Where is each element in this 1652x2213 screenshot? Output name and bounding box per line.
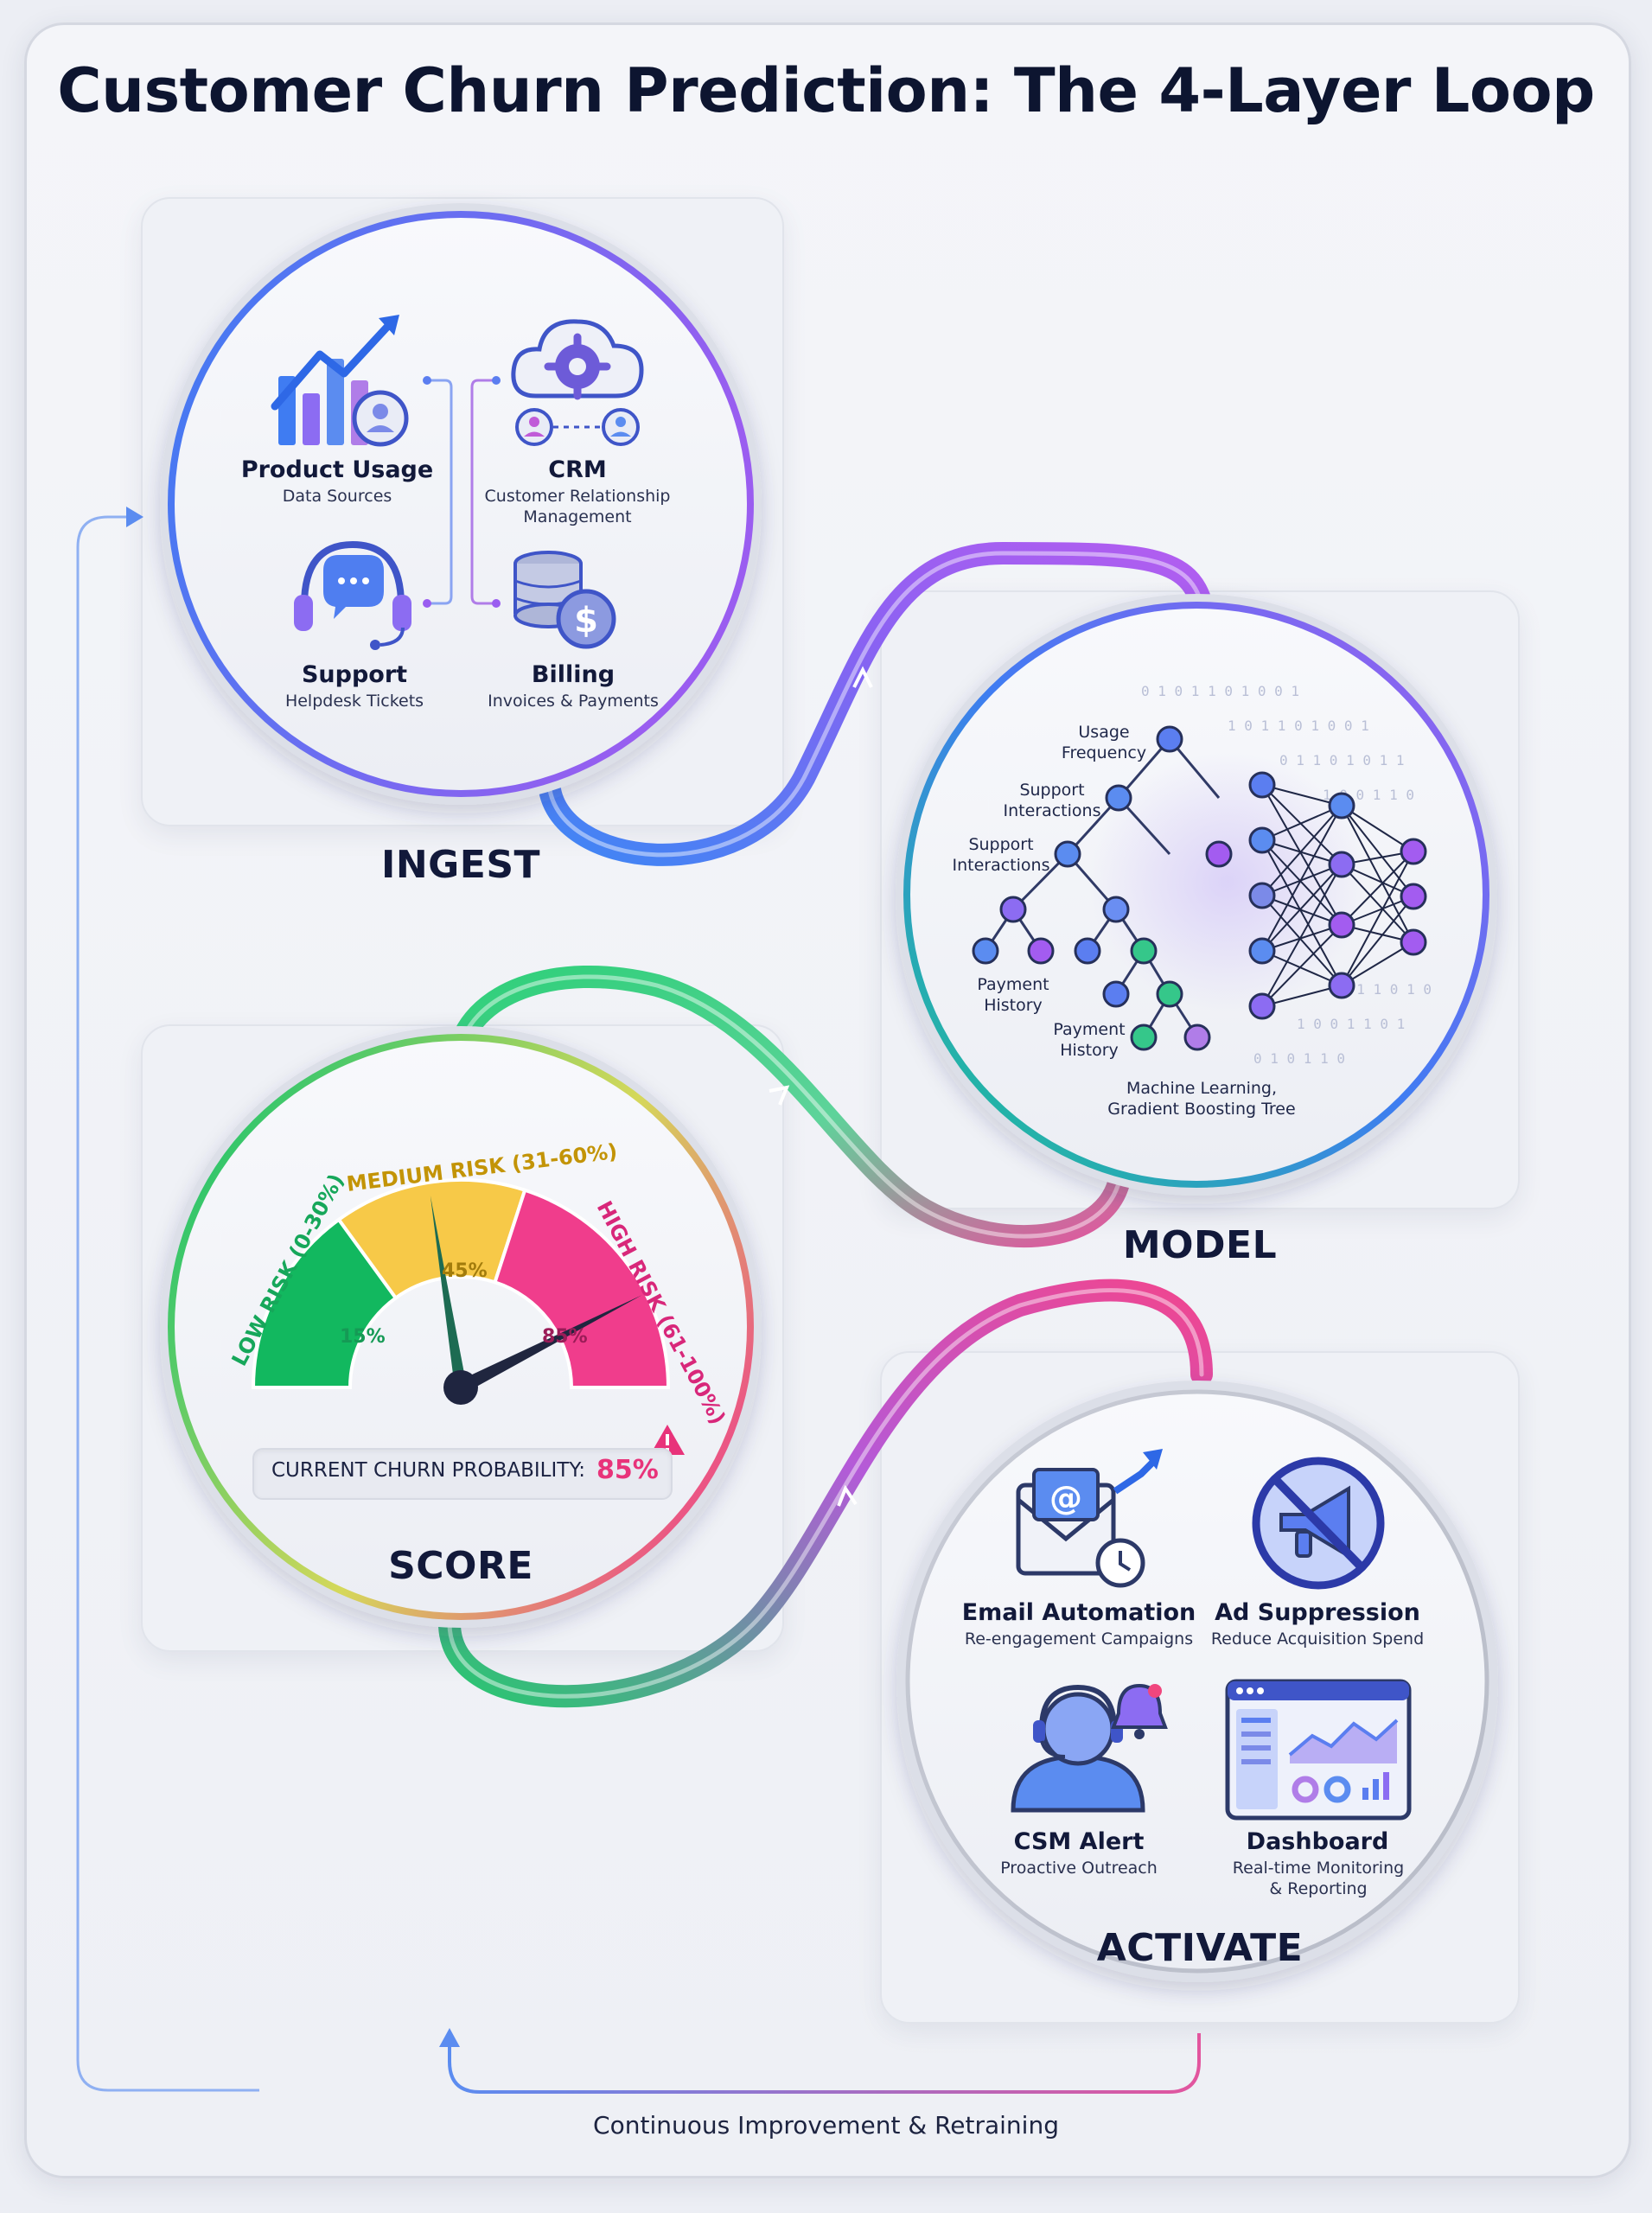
model-caption: Machine Learning, Gradient Boosting Tree	[1107, 1079, 1296, 1119]
page-title: Customer Churn Prediction: The 4-Layer L…	[57, 55, 1595, 126]
svg-text:1 0 0 1 1 0 1: 1 0 0 1 1 0 1	[1297, 1016, 1405, 1032]
high-value-label: 85%	[542, 1326, 588, 1348]
ad-suppression-subtitle: Reduce Acquisition Spend	[1210, 1629, 1425, 1649]
support-subtitle: Helpdesk Tickets	[284, 692, 424, 711]
csm-alert-subtitle: Proactive Outreach	[1000, 1859, 1158, 1878]
svg-text:0 1 0 1 1 0: 0 1 0 1 1 0	[1253, 1050, 1345, 1067]
ingest-layer-label: INGEST	[380, 843, 541, 887]
gauge-hub	[443, 1370, 478, 1405]
loop-caption: Continuous Improvement & Retraining	[593, 2111, 1059, 2140]
dashboard-title: Dashboard	[1246, 1828, 1389, 1855]
feature-label-payment-history-1: Payment History	[977, 975, 1049, 1015]
email-automation-title: Email Automation	[961, 1599, 1196, 1626]
activate-layer-label: ACTIVATE	[1096, 1926, 1304, 1970]
svg-text:1 0 1 1 0 1 0 0 1: 1 0 1 1 0 1 0 0 1	[1228, 717, 1369, 734]
score-layer-label: SCORE	[388, 1544, 533, 1588]
product-usage-subtitle: Data Sources	[282, 487, 392, 506]
model-layer-label: MODEL	[1122, 1223, 1278, 1267]
feature-label-usage-frequency: Usage Frequency	[1061, 723, 1147, 762]
svg-text:0 1 1 0 1 0: 0 1 1 0 1 0	[1340, 981, 1432, 998]
feedback-arrowhead	[126, 507, 144, 527]
crm-title: CRM	[548, 456, 607, 483]
tree-nodes	[972, 725, 1233, 1051]
billing-title: Billing	[531, 661, 616, 688]
feedback-line-left	[76, 515, 259, 2092]
feature-label-support-interactions-2: Support Interactions	[952, 835, 1050, 875]
ingest-to-model-ribbon	[538, 541, 1215, 866]
svg-text:@: @	[1049, 1479, 1082, 1517]
feature-label-support-interactions-1: Support Interactions	[1003, 781, 1101, 820]
gauge-segment-high	[493, 1188, 671, 1389]
no-megaphone-icon	[1252, 1457, 1385, 1590]
gauge-needle-current	[457, 1295, 642, 1394]
gauge-segment-low	[251, 1217, 399, 1389]
score-to-activate-ribbon	[438, 1279, 1213, 1708]
gauge-needle-reference	[430, 1195, 467, 1389]
current-churn-label: CURRENT CHURN PROBABILITY:	[271, 1459, 586, 1482]
cloud-gear-icon	[511, 319, 644, 446]
bar-chart-icon	[271, 315, 409, 447]
ad-suppression-title: Ad Suppression	[1215, 1599, 1420, 1626]
gauge-segment-medium	[336, 1178, 527, 1301]
billing-subtitle: Invoices & Payments	[488, 692, 659, 711]
current-churn-box	[252, 1448, 673, 1500]
risk-gauge	[251, 1178, 671, 1405]
low-value-label: 15%	[340, 1326, 386, 1348]
email-icon: @	[1016, 1449, 1163, 1588]
retrain-loop-arrowhead	[439, 2028, 460, 2047]
crm-subtitle: Customer Relationship Management	[484, 487, 671, 526]
product-usage-title: Product Usage	[240, 456, 434, 483]
csm-alert-title: CSM Alert	[1013, 1828, 1145, 1855]
email-automation-subtitle: Re-engagement Campaigns	[964, 1629, 1194, 1649]
coins-icon: $	[513, 551, 616, 649]
headset-icon	[294, 540, 411, 650]
neural-network	[1248, 771, 1427, 1020]
agent-bell-icon	[1011, 1683, 1168, 1813]
svg-text:$: $	[574, 601, 598, 641]
feature-label-payment-history-2: Payment History	[1053, 1020, 1126, 1060]
current-churn-value: 85%	[596, 1455, 659, 1485]
svg-text:0 1 0 1 1 0 1 0 0 1: 0 1 0 1 1 0 1 0 0 1	[1141, 683, 1299, 699]
svg-text:0 1 1 0 1 0 1 1: 0 1 1 0 1 0 1 1	[1279, 752, 1405, 768]
medium-value-label: 45%	[442, 1260, 488, 1282]
binary-pattern: 0 1 0 1 1 0 1 0 0 1 1 0 1 1 0 1 0 0 1 0 …	[1141, 683, 1432, 1067]
dashboard-subtitle: Real-time Monitoring & Reporting	[1232, 1859, 1405, 1898]
dashboard-icon	[1225, 1679, 1412, 1821]
retrain-loop-line	[448, 2033, 1201, 2094]
model-to-score-ribbon	[447, 965, 1132, 1248]
support-title: Support	[301, 661, 408, 688]
